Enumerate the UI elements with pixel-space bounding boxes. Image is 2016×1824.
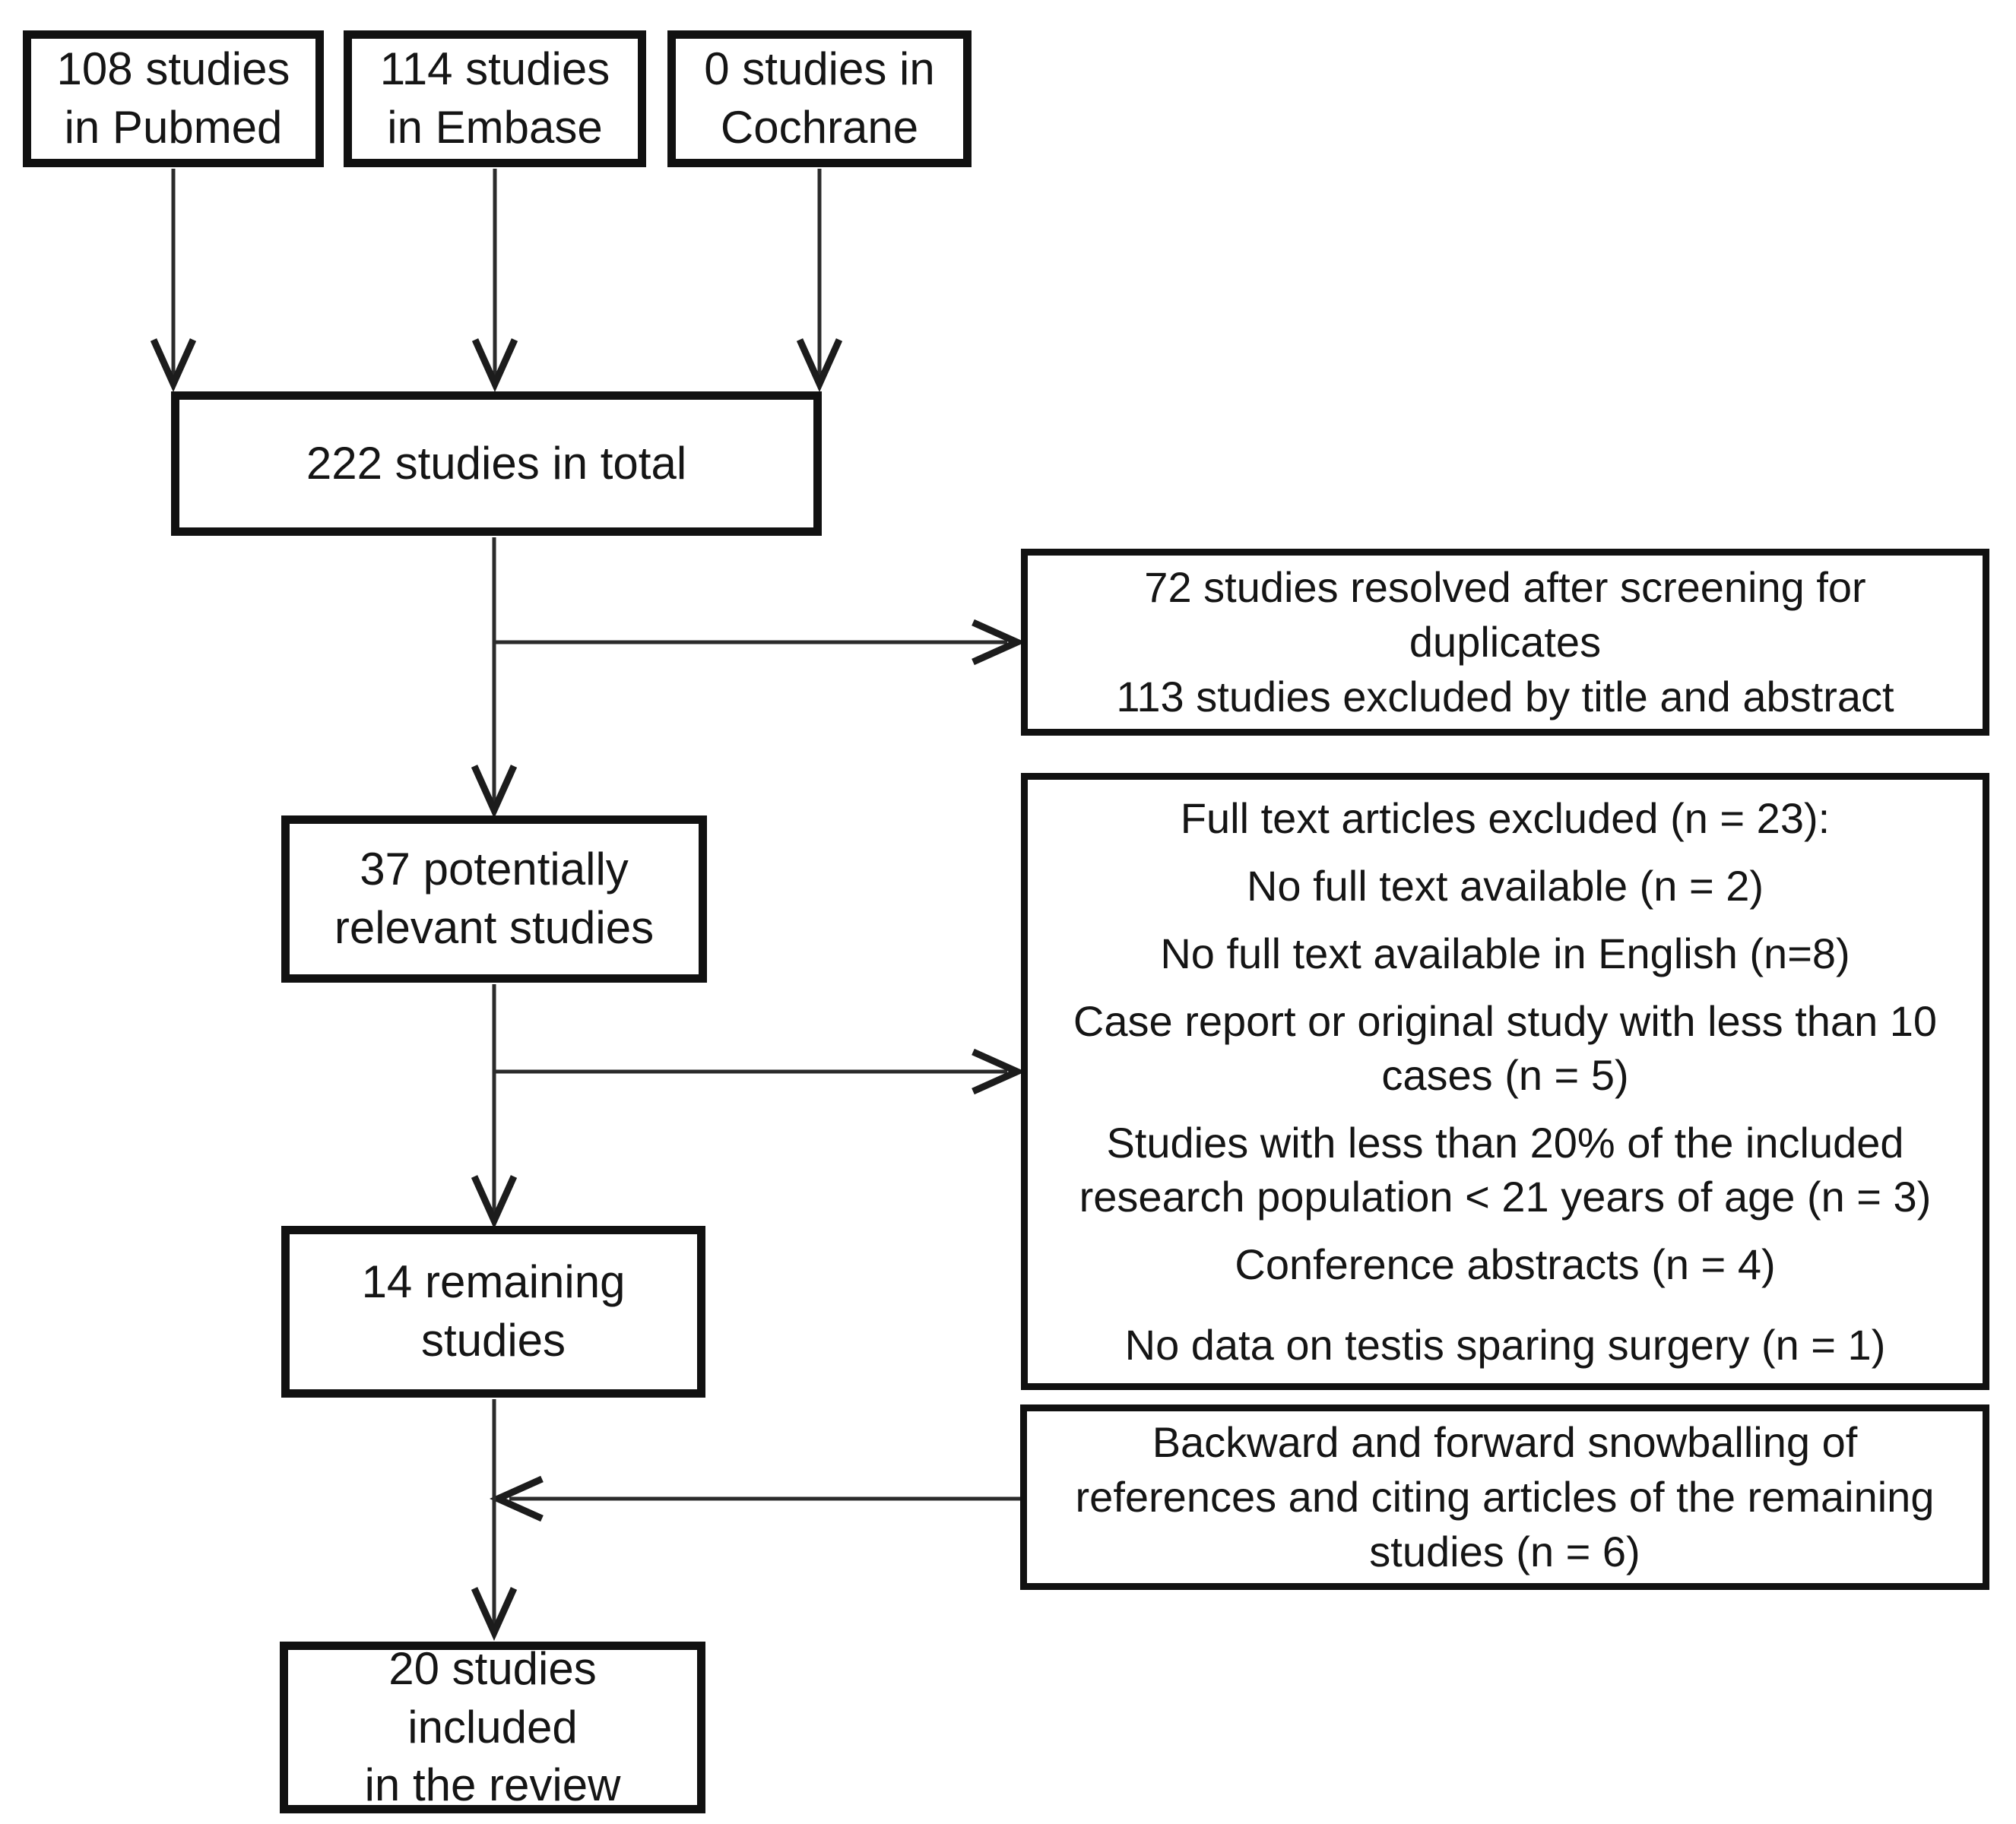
box-remaining-studies: 14 remaining studies: [281, 1226, 705, 1398]
exclusion-item: Conference abstracts (n = 4): [1235, 1240, 1776, 1289]
arrow-remaining-to-included: [471, 1399, 518, 1642]
arrow-branch-duplicates: [494, 619, 1026, 666]
box-total-studies: 222 studies in total: [171, 391, 822, 536]
cochrane-studies-label: 0 studies in Cochrane: [704, 43, 935, 153]
arrow-total-to-relevant: [471, 537, 518, 819]
duplicates-excluded-label: 72 studies resolved after screening for …: [1116, 563, 1894, 720]
box-fulltext-excluded: Full text articles excluded (n = 23): No…: [1021, 773, 1989, 1390]
remaining-studies-label: 14 remaining studies: [361, 1256, 626, 1366]
arrow-pubmed-to-total: [150, 169, 197, 393]
box-snowballing: Backward and forward snowballing of refe…: [1020, 1404, 1989, 1590]
box-embase-studies: 114 studies in Embase: [344, 30, 646, 167]
box-included-studies: 20 studies included in the review: [280, 1642, 705, 1813]
embase-studies-label: 114 studies in Embase: [379, 43, 610, 153]
total-studies-label: 222 studies in total: [306, 437, 687, 489]
arrow-cochrane-to-total: [796, 169, 843, 393]
box-potentially-relevant: 37 potentially relevant studies: [281, 815, 707, 983]
box-pubmed-studies: 108 studies in Pubmed: [23, 30, 324, 167]
exclusion-item: No full text available in English (n=8): [1160, 929, 1850, 977]
exclusion-item: No data on testis sparing surgery (n = 1…: [1124, 1321, 1886, 1370]
arrow-relevant-to-remaining: [471, 984, 518, 1230]
included-studies-label: 20 studies included in the review: [364, 1642, 621, 1811]
pubmed-studies-label: 108 studies in Pubmed: [56, 43, 290, 153]
arrow-embase-to-total: [471, 169, 518, 393]
exclusion-item: Case report or original study with less …: [1073, 996, 1938, 1099]
arrow-snowballing-to-flow: [489, 1475, 1020, 1522]
exclusion-item: No full text available (n = 2): [1246, 861, 1764, 910]
box-duplicates-excluded: 72 studies resolved after screening for …: [1021, 549, 1989, 736]
snowballing-label: Backward and forward snowballing of refe…: [1075, 1418, 1935, 1575]
arrow-branch-fulltext-excluded: [494, 1048, 1026, 1095]
exclusion-item: Studies with less than 20% of the includ…: [1079, 1119, 1932, 1221]
fulltext-exclusion-list: Full text articles excluded (n = 23): No…: [1028, 784, 1983, 1379]
potentially-relevant-label: 37 potentially relevant studies: [334, 844, 655, 953]
exclusion-item-header: Full text articles excluded (n = 23):: [1180, 793, 1831, 842]
box-cochrane-studies: 0 studies in Cochrane: [667, 30, 972, 167]
